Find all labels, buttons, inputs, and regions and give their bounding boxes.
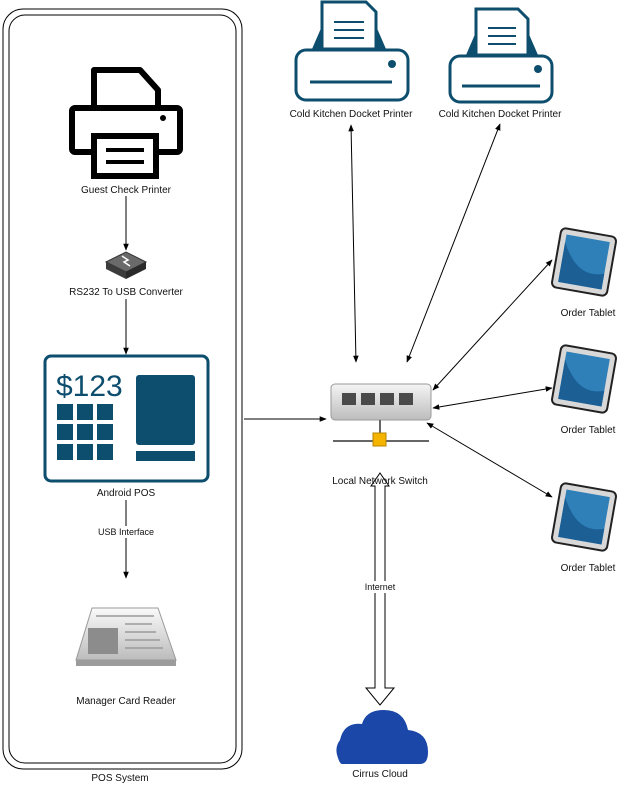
usb-interface-label: USB Interface (96, 526, 156, 538)
cloud-label: Cirrus Cloud (352, 769, 408, 780)
tablet-1-label: Order Tablet (560, 308, 616, 319)
network-switch-icon (330, 383, 432, 447)
edge-docket-printer-2-switch (406, 123, 501, 363)
order-tablet-3-icon (551, 482, 617, 552)
pos-system-container (2, 8, 243, 770)
order-tablet-2-icon (551, 344, 617, 414)
rs232-converter-icon (104, 251, 148, 279)
docket-printer-1-label: Cold Kitchen Docket Printer (289, 109, 413, 120)
docket-printer-2-label: Cold Kitchen Docket Printer (438, 109, 562, 120)
converter-label: RS232 To USB Converter (69, 287, 183, 298)
tablet-3-label: Order Tablet (560, 563, 616, 574)
guest-check-printer-icon (69, 67, 183, 179)
cirrus-cloud-icon (336, 710, 428, 764)
pos-amount: $123 (56, 370, 123, 403)
pos-system-label: POS System (91, 773, 149, 784)
docket-printer-1-icon (294, 0, 410, 102)
android-pos-label: Android POS (96, 488, 156, 499)
order-tablet-1-icon (551, 227, 617, 297)
internet-label: Internet (363, 581, 397, 593)
edge-switch-tablet-3 (426, 422, 553, 498)
docket-printer-2-icon (448, 7, 554, 104)
tablet-2-label: Order Tablet (560, 425, 616, 436)
edge-switch-tablet-2 (432, 386, 553, 410)
switch-label: Local Network Switch (332, 476, 428, 487)
android-pos-icon: $123 (43, 354, 210, 483)
guest-check-printer-label: Guest Check Printer (80, 185, 172, 196)
edge-switch-tablet-1 (432, 259, 553, 391)
edge-docket-printer-1-switch (348, 124, 359, 363)
card-reader-label: Manager Card Reader (76, 696, 176, 707)
card-reader-icon (75, 607, 177, 666)
